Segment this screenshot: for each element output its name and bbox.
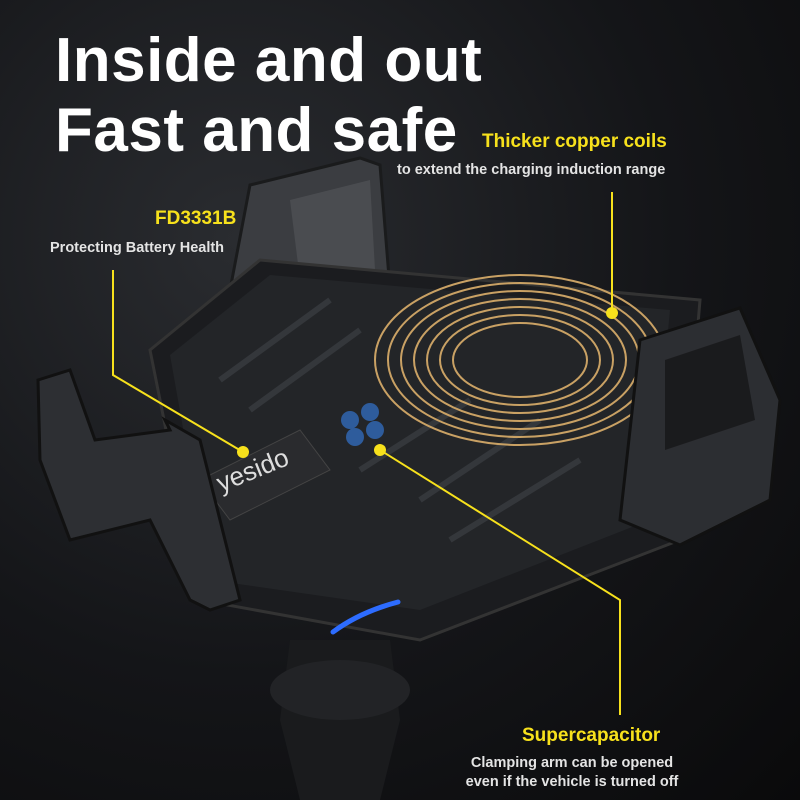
left-clamp-arm [36, 368, 242, 612]
coils-description: to extend the charging induction range [397, 162, 666, 178]
coils-title: Thicker copper coils [482, 131, 667, 152]
chip-description: Protecting Battery Health [50, 240, 225, 256]
status-led [330, 599, 401, 635]
capacitor-leader-line [379, 449, 621, 715]
capacitor-title: Supercapacitor [522, 725, 661, 746]
coil-marker-dot [606, 307, 618, 319]
fd3331b-chip [199, 429, 331, 521]
supercapacitors [341, 403, 384, 446]
chip-marker-dot [237, 446, 249, 458]
capacitor-description-line-2: even if the vehicle is turned off [465, 774, 679, 790]
capacitor-description: Clamping arm can be opened even if the v… [456, 754, 688, 792]
capacitor-marker-dot [374, 444, 386, 456]
headline-line-2: Fast and safe [55, 96, 458, 165]
capacitor-description-line-1: Clamping arm can be opened [470, 755, 674, 771]
chip-leader-line [112, 270, 244, 453]
chip-title: FD3331B [155, 208, 237, 229]
headline-line-1: Inside and out [55, 26, 483, 95]
